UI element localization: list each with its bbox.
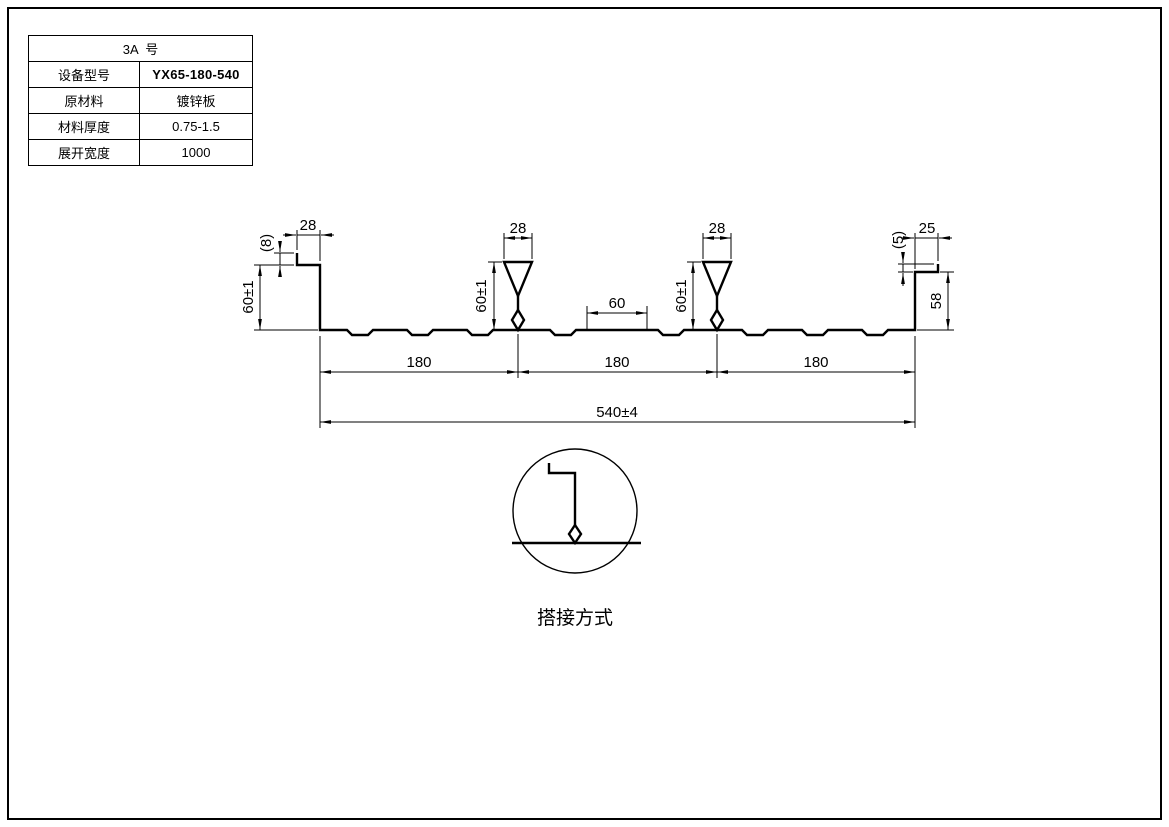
dim-rib1-top-label: 28: [510, 220, 527, 237]
lap-detail-caption: 搭接方式: [537, 607, 613, 629]
material-value: 镀锌板: [139, 87, 253, 114]
dim-right-lip: (5): [890, 231, 934, 286]
dim-rib2-top: 28: [702, 220, 732, 259]
detail-rib-pinch: [567, 522, 583, 546]
dim-center-spacing-label: 60: [609, 295, 626, 312]
dim-right-height: 58: [917, 271, 954, 331]
rib-1: [502, 260, 534, 333]
dim-center-spacing: 60: [586, 295, 648, 329]
dim-rib2-height: 60±1: [673, 261, 701, 330]
title-block-row-model: 设备型号 YX65-180-540: [28, 61, 253, 88]
dim-rib1-top: 28: [503, 220, 533, 259]
model-value: YX65-180-540: [139, 61, 253, 88]
dim-overall-width-label: 540±4: [596, 404, 638, 421]
dim-rib2-height-label: 60±1: [673, 279, 690, 312]
dim-pitch2-label: 180: [604, 354, 629, 371]
dim-overall-width: 540±4: [320, 404, 915, 424]
profile-section: [295, 253, 940, 337]
material-label: 原材料: [28, 87, 140, 114]
title-block-header: 3A 号: [28, 35, 253, 62]
thickness-label: 材料厚度: [28, 113, 140, 140]
profile-outline: [295, 253, 940, 337]
title-block: 3A 号 设备型号 YX65-180-540 原材料 镀锌板 材料厚度 0.75…: [28, 35, 253, 166]
sheet-border-frame: [7, 7, 1162, 820]
dim-rib2-top-label: 28: [709, 220, 726, 237]
dim-right-lip-label: (5): [890, 231, 907, 249]
coil-width-value: 1000: [139, 139, 253, 166]
dim-pitches: 180 180 180: [319, 334, 916, 428]
dim-left-flange-label: 28: [300, 217, 317, 234]
title-block-header-row: 3A 号: [28, 35, 253, 62]
thickness-value: 0.75-1.5: [139, 113, 253, 140]
lap-joint-detail: 搭接方式: [512, 448, 641, 629]
dim-left-lip-label: (8): [258, 234, 275, 252]
dim-left-height-label: 60±1: [240, 280, 257, 313]
dim-pitch1-label: 180: [406, 354, 431, 371]
dim-right-height-label: 58: [928, 293, 945, 310]
detail-upper-sheet-edge: [547, 463, 577, 525]
title-block-row-width: 展开宽度 1000: [28, 139, 253, 166]
dim-rib1-height: 60±1: [473, 261, 502, 330]
detail-circle: [512, 448, 638, 574]
title-block-row-thickness: 材料厚度 0.75-1.5: [28, 113, 253, 140]
dim-right-flange: 25: [901, 220, 952, 269]
dim-left-flange: 28: [283, 217, 334, 261]
coil-width-label: 展开宽度: [28, 139, 140, 166]
dim-left-height: 60±1: [240, 264, 318, 331]
dim-pitch3-label: 180: [803, 354, 828, 371]
rib-2: [701, 260, 733, 333]
dim-left-lip: (8): [258, 234, 294, 277]
model-label: 设备型号: [28, 61, 140, 88]
title-block-row-material: 原材料 镀锌板: [28, 87, 253, 114]
dim-right-flange-label: 25: [919, 220, 936, 237]
dim-rib1-height-label: 60±1: [473, 279, 490, 312]
